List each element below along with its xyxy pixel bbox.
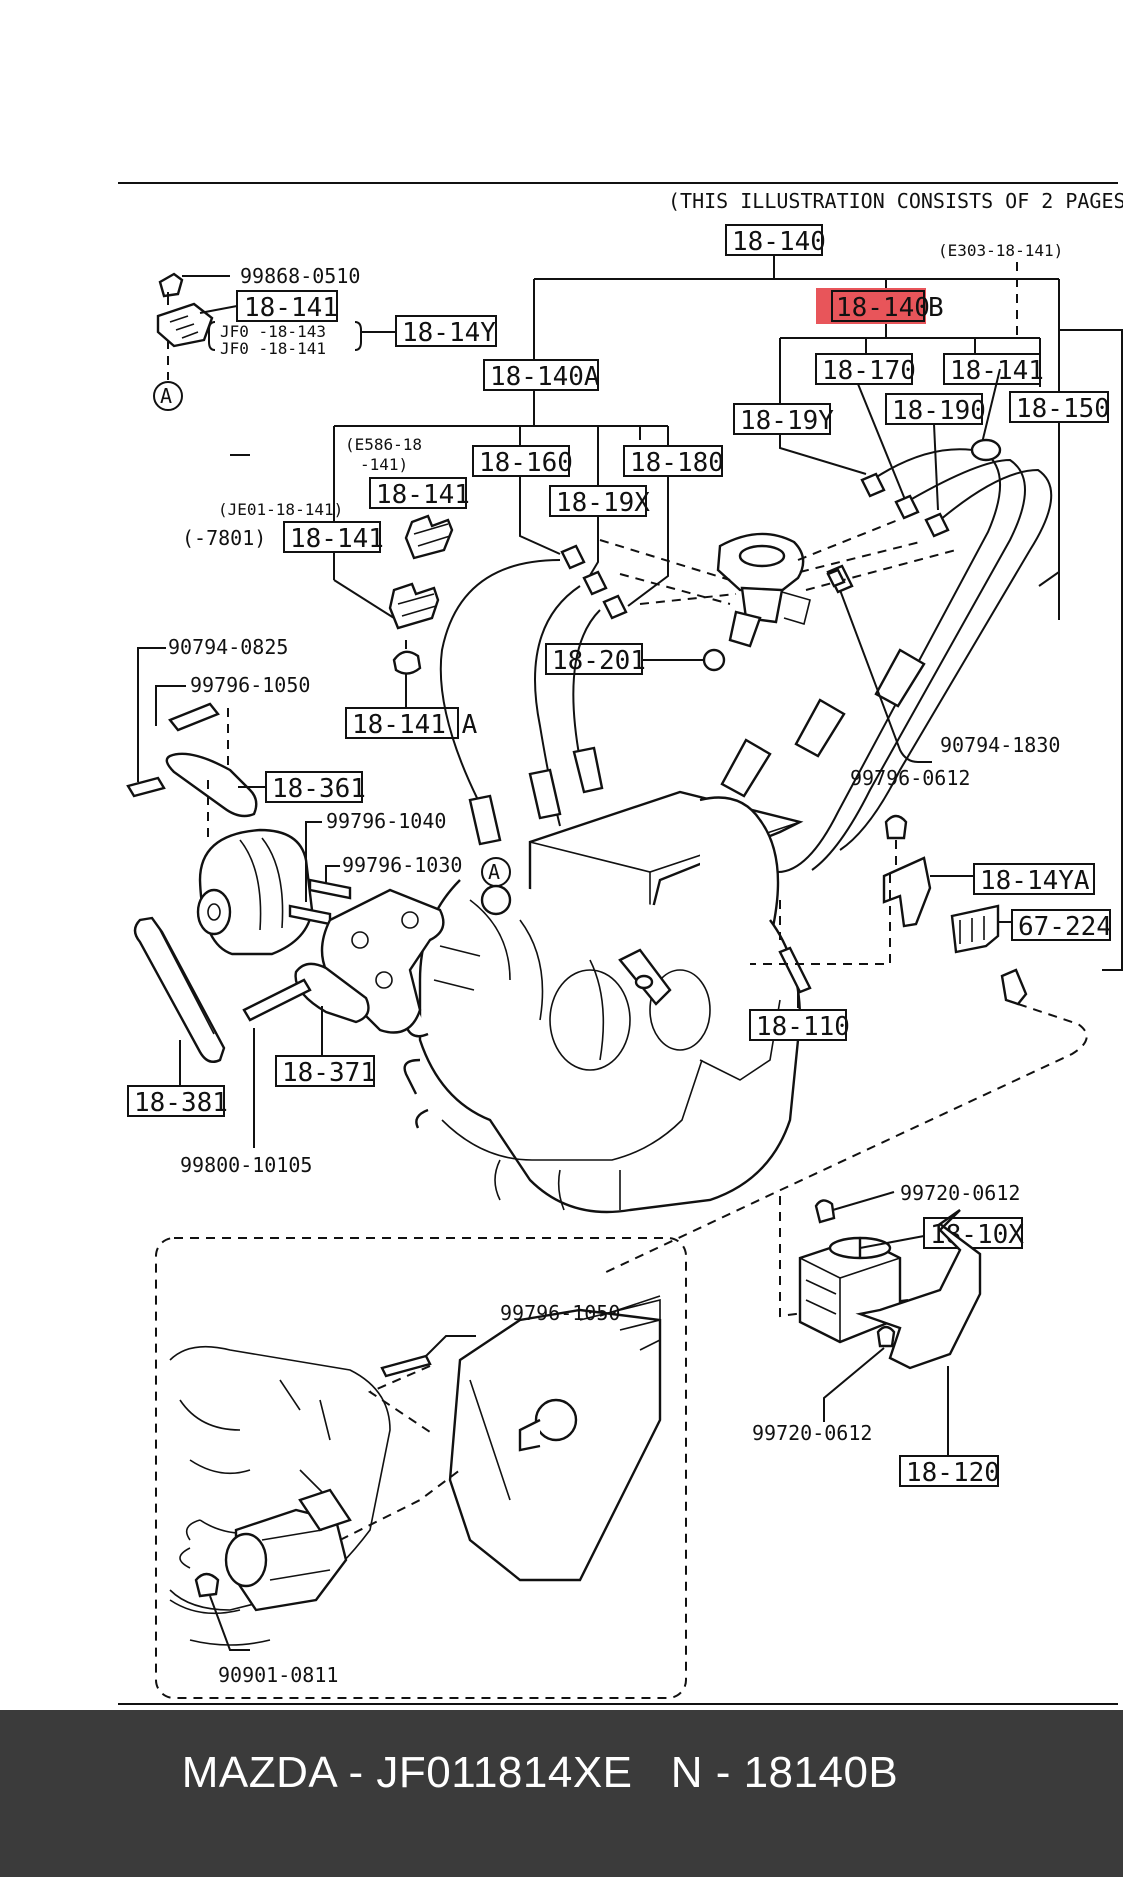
label-box-18-120	[899, 1455, 999, 1487]
starter-motor	[179, 1488, 352, 1612]
caption-text: MAZDA - JF011814XE N - 18140B	[181, 1748, 899, 1797]
label-18-140b-suffix: B	[928, 293, 944, 323]
highlight-18-140b	[816, 288, 926, 324]
label-18-170: 18-170	[822, 356, 916, 386]
bolt-0825	[126, 776, 166, 798]
spark-plug	[778, 946, 812, 994]
engine-block	[402, 790, 804, 1214]
bolt-99720-0612-bottom: 99720-0612	[752, 1421, 872, 1445]
bracket-left	[208, 321, 216, 351]
label-box-18-180	[623, 445, 723, 477]
bolt-99796-1050-inset	[380, 1354, 432, 1378]
bracket-18-14ya	[882, 856, 932, 928]
bracket-right	[354, 321, 362, 351]
label-18-381: 18-381	[134, 1088, 228, 1118]
label-box-18-14y	[395, 315, 497, 347]
label-box-18-371	[275, 1055, 375, 1087]
label-18-14y: 18-14Y	[402, 318, 496, 348]
label-jf0-18-141: JF0 -18-141	[220, 339, 326, 358]
bracket-18-120	[855, 1209, 982, 1370]
label-box-18-141a	[345, 707, 459, 739]
connector-67-224	[950, 904, 1000, 954]
bolt-99796-0612: 99796-0612	[850, 766, 970, 790]
label-18-110: 18-110	[756, 1012, 850, 1042]
reference-a-label-engine: A	[488, 860, 500, 884]
bolt-90794-0825: 90794-0825	[168, 635, 288, 659]
label-box-18-170	[815, 353, 913, 385]
spark-plug-wires	[439, 438, 1053, 873]
reference-circle-a-top	[153, 381, 183, 411]
label-18-141-top: 18-141	[244, 293, 338, 323]
bolt-0612-head	[884, 814, 908, 840]
caption-bar: MAZDA - JF011814XE N - 18140B	[0, 1710, 1123, 1877]
transmission-housing	[448, 1295, 662, 1582]
bolt-99796-1040: 99796-1040	[326, 809, 446, 833]
label-18-14ya: 18-14YA	[980, 866, 1090, 896]
label-e303-18-141: (E303-18-141)	[938, 241, 1063, 260]
label-18-140b-main: 18-140	[836, 293, 930, 323]
label-box-18-110	[749, 1009, 847, 1041]
label-minus-7801: (-7801)	[182, 526, 266, 550]
label-67-224: 67-224	[1018, 912, 1112, 942]
label-18-140: 18-140	[732, 227, 826, 257]
label-18-140a: 18-140A	[490, 362, 600, 392]
label-box-18-140b	[831, 290, 925, 322]
bracket-fastener-group: A	[153, 272, 230, 411]
inset-frame	[155, 1237, 687, 1699]
bolt-99796-1050-left: 99796-1050	[190, 673, 310, 697]
label-e586-a: (E586-18	[345, 435, 422, 454]
adjust-bracket	[165, 752, 258, 818]
label-e586-b: -141)	[360, 455, 408, 474]
label-18-371: 18-371	[282, 1058, 376, 1088]
label-je01-18-141: (JE01-18-141)	[218, 500, 343, 519]
alternator	[196, 828, 314, 956]
wire-clip-parts	[388, 514, 454, 708]
bolt-90901-0811: 90901-0811	[218, 1663, 338, 1687]
label-18-141a: 18-141 A	[352, 710, 478, 740]
bolt-99800	[242, 978, 312, 1022]
bolt-1050-left	[168, 702, 220, 732]
coil-bolt-top	[814, 1199, 836, 1224]
label-18-19x: 18-19X	[556, 488, 650, 518]
label-18-160: 18-160	[479, 448, 573, 478]
label-box-18-140a	[483, 359, 599, 391]
label-jf0-18-143: JF0 -18-143	[220, 322, 326, 341]
reference-circle-a-engine	[481, 857, 511, 887]
bolt-99796-1050-inset-label: 99796-1050	[500, 1301, 620, 1325]
label-18-141-mid: 18-141	[376, 480, 470, 510]
label-18-141-left: 18-141	[290, 524, 384, 554]
label-box-18-141-right	[943, 353, 1041, 385]
label-box-18-19x	[549, 485, 647, 517]
alternator-bracket	[294, 888, 445, 1034]
label-box-18-14ya	[973, 863, 1095, 895]
header-note: (THIS ILLUSTRATION CONSISTS OF 2 PAGES)	[668, 189, 1123, 213]
label-18-201: 18-201	[552, 646, 646, 676]
label-18-19y: 18-19Y	[740, 406, 834, 436]
label-box-18-19y	[733, 403, 831, 435]
bolt-90901	[194, 1572, 220, 1598]
bolt-99796-1030: 99796-1030	[342, 853, 462, 877]
label-18-120: 18-120	[906, 1458, 1000, 1488]
wire-terminal	[1000, 968, 1028, 1006]
label-box-18-381	[127, 1085, 225, 1117]
parts-diagram: (THIS ILLUSTRATION CONSISTS OF 2 PAGES) …	[118, 182, 1123, 1705]
label-18-361: 18-361	[272, 774, 366, 804]
bolt-99720-0612-top: 99720-0612	[900, 1181, 1020, 1205]
distributor-assembly	[702, 532, 854, 672]
label-18-150: 18-150	[1016, 394, 1110, 424]
drive-belt	[133, 916, 226, 1063]
bolt-90794-1830: 90794-1830	[940, 733, 1060, 757]
bolt-99868-0510: 99868-0510	[240, 264, 360, 288]
coil-bolt-bottom	[876, 1325, 896, 1348]
label-box-18-361	[265, 771, 363, 803]
bolt-1030	[308, 878, 352, 900]
bolt-99800-10105: 99800-10105	[180, 1153, 312, 1177]
label-18-190: 18-190	[892, 396, 986, 426]
label-18-180: 18-180	[630, 448, 724, 478]
label-box-67-224	[1011, 909, 1111, 941]
reference-a-label-top: A	[160, 384, 172, 408]
label-box-18-141-left	[283, 521, 381, 553]
label-box-18-141-mid	[369, 477, 467, 509]
